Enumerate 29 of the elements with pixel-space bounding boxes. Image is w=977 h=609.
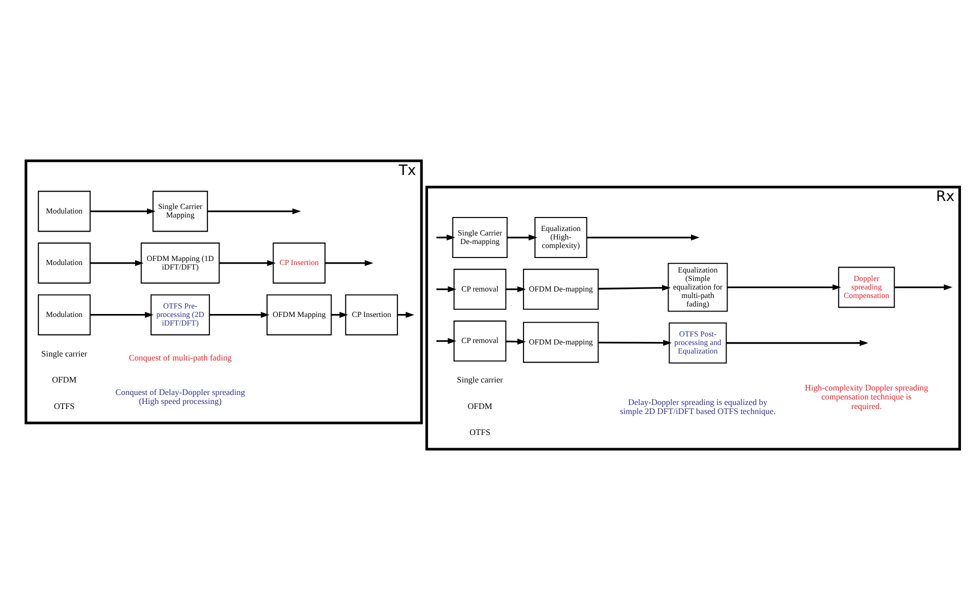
arrow <box>325 260 374 266</box>
label: OTFS <box>54 400 75 410</box>
arrow <box>507 234 538 240</box>
arrow <box>210 311 270 318</box>
arrow <box>436 338 456 344</box>
label: OFDM <box>468 400 492 410</box>
arrow <box>506 286 526 292</box>
label: High-complexity Doppler spreading compensation technique is required. <box>804 382 928 410</box>
arrow <box>90 311 154 318</box>
arrow <box>727 284 842 290</box>
label: Conquest of multi-path fading <box>128 352 232 362</box>
label: Single carrier <box>456 374 503 384</box>
arrow <box>90 208 156 214</box>
arrow <box>587 234 700 240</box>
arrow <box>436 286 456 292</box>
arrow <box>598 339 672 346</box>
label: OTFS <box>470 426 490 436</box>
arrow <box>506 338 526 344</box>
label: Conquest of Delay-Doppler spreading (High speed processing) <box>115 386 246 406</box>
arrow <box>90 260 144 266</box>
arrow <box>726 340 868 346</box>
label: Single carrier <box>41 348 88 358</box>
arrow <box>894 284 952 290</box>
arrow <box>436 234 456 240</box>
arrow <box>598 284 671 290</box>
arrow <box>219 260 276 266</box>
label: Delay-Doppler spreading is equalized by simple 2D DFT/iDFT based OTFS technique. <box>620 396 776 416</box>
arrow <box>208 208 301 214</box>
label: OFDM <box>52 374 77 384</box>
